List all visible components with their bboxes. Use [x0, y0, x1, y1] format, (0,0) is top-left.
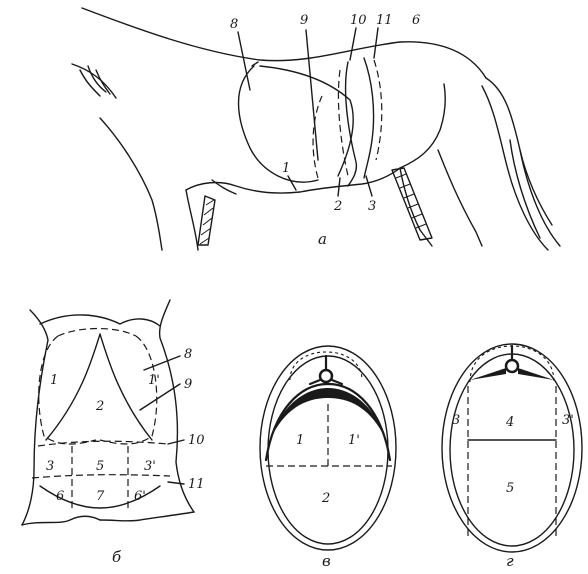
label-b-6p: 6'	[134, 489, 146, 504]
label-g-3p: 3'	[562, 413, 574, 428]
caption-v: в	[322, 552, 331, 570]
leader-11	[374, 28, 378, 58]
spine-v-processes	[310, 356, 342, 384]
horse-stifle	[400, 84, 445, 168]
label-g-5: 5	[506, 481, 514, 496]
leader-b-8	[144, 356, 180, 370]
horse-elbow-fold	[212, 180, 236, 194]
label-a-10: 10	[350, 13, 367, 28]
region-rib-boundary	[239, 66, 319, 182]
label-b-1: 1	[50, 373, 58, 388]
label-b-2: 2	[95, 399, 104, 414]
label-b-9: 9	[184, 377, 192, 392]
label-b-3p: 3'	[144, 459, 156, 474]
label-g-3: 3	[452, 413, 460, 428]
hind-bottom-right	[100, 512, 194, 521]
hatch-hind-leg	[396, 174, 426, 228]
spine-g-right-process	[518, 368, 554, 380]
label-a-8: 8	[230, 17, 238, 32]
caption-a: а	[318, 230, 327, 248]
panel-b-ventral-view: 1 2 1' 8 9 10 3 5 3' 6 7 6' 11 б	[22, 300, 205, 566]
leader-2	[338, 178, 340, 196]
region-1p-outline	[100, 336, 157, 444]
horse-chest-front-leg	[100, 118, 162, 250]
hind-bottom-left	[22, 516, 100, 525]
label-b-10: 10	[188, 433, 205, 448]
leader-b-10	[168, 440, 184, 444]
label-a-9: 9	[300, 13, 308, 28]
label-b-5: 5	[96, 459, 104, 474]
label-a-11: 11	[376, 13, 393, 28]
line-11-ventral	[32, 475, 170, 478]
label-a-1: 1	[282, 161, 290, 176]
label-b-3: 3	[46, 459, 54, 474]
section-g-outer	[442, 344, 582, 552]
line-9	[313, 96, 322, 178]
spine-g	[506, 360, 518, 372]
line-11	[364, 58, 374, 178]
label-b-6: 6	[56, 489, 64, 504]
label-g-4: 4	[505, 415, 514, 430]
tick-8	[252, 62, 258, 66]
horse-elbow-line	[186, 183, 300, 194]
horse-belly-line	[300, 168, 400, 192]
horse-hind-leg-back	[438, 150, 482, 246]
region-2-outline	[46, 334, 152, 440]
line-10	[346, 62, 357, 186]
section-g-vlines	[468, 386, 556, 540]
spine-g-left-process	[470, 368, 506, 380]
horse-far-hind-leg	[392, 168, 432, 240]
leader-b-11	[168, 482, 184, 484]
leader-8	[238, 32, 250, 90]
panel-a-horse-side-view: 8 9 10 11 6 1 2 3 а	[72, 8, 560, 250]
region-1-top	[58, 329, 136, 337]
horse-far-foreleg	[198, 196, 215, 245]
horse-mane-hair	[80, 66, 110, 96]
leader-b-9	[140, 384, 180, 410]
line-10-dashed	[338, 70, 348, 176]
region-1-outline	[39, 336, 96, 444]
label-a-2: 2	[333, 199, 342, 214]
label-a-6: 6	[412, 13, 420, 28]
horse-tail-strand	[520, 150, 552, 225]
chest-top	[40, 315, 160, 326]
leader-3	[366, 176, 372, 196]
leader-1	[288, 176, 296, 190]
horse-foreleg-back	[186, 190, 198, 250]
leader-10	[350, 28, 356, 60]
label-b-1p: 1'	[148, 373, 160, 388]
caption-b: б	[112, 548, 122, 566]
caption-g: г	[506, 552, 514, 570]
panel-g-cross-section: 3 4 3' 5 г	[442, 344, 582, 570]
label-v-2: 2	[321, 491, 330, 506]
label-v-1p: 1'	[348, 433, 360, 448]
line-11-dashed	[374, 60, 382, 160]
section-g-inner	[450, 354, 574, 546]
panel-v-cross-section: 1 1' 2 в	[260, 346, 396, 570]
spine-v	[320, 370, 332, 382]
label-b-7: 7	[96, 489, 105, 504]
horse-back-outline	[82, 8, 486, 78]
body-left-edge	[22, 310, 48, 525]
leader-9	[306, 30, 318, 160]
label-b-8: 8	[184, 347, 192, 362]
label-a-3: 3	[368, 199, 376, 214]
label-v-1: 1	[296, 433, 304, 448]
label-b-11: 11	[188, 477, 205, 492]
line-10-ventral	[38, 441, 168, 446]
horse-hind-leg-front	[400, 168, 432, 246]
